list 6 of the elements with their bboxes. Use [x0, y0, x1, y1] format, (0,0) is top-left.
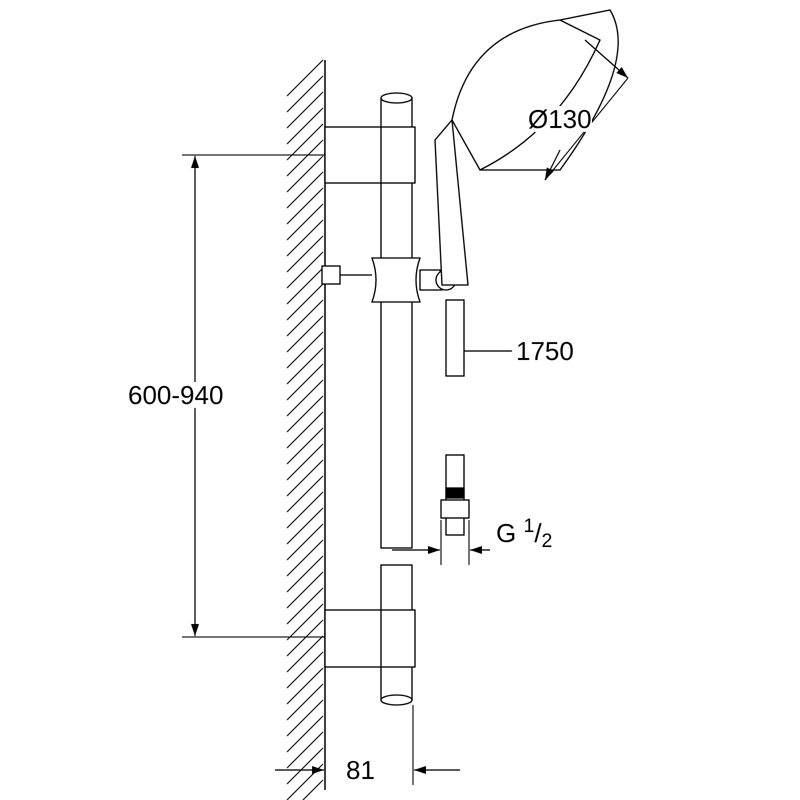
dimension-label: Ø130	[528, 106, 592, 132]
dimension-label: 600-940	[128, 382, 224, 408]
dimension-label: 1750	[512, 334, 578, 368]
dimension-label: G $^{1}$/$_{2}$	[496, 520, 552, 546]
leader-line	[464, 350, 512, 352]
shower-hose	[445, 299, 465, 377]
